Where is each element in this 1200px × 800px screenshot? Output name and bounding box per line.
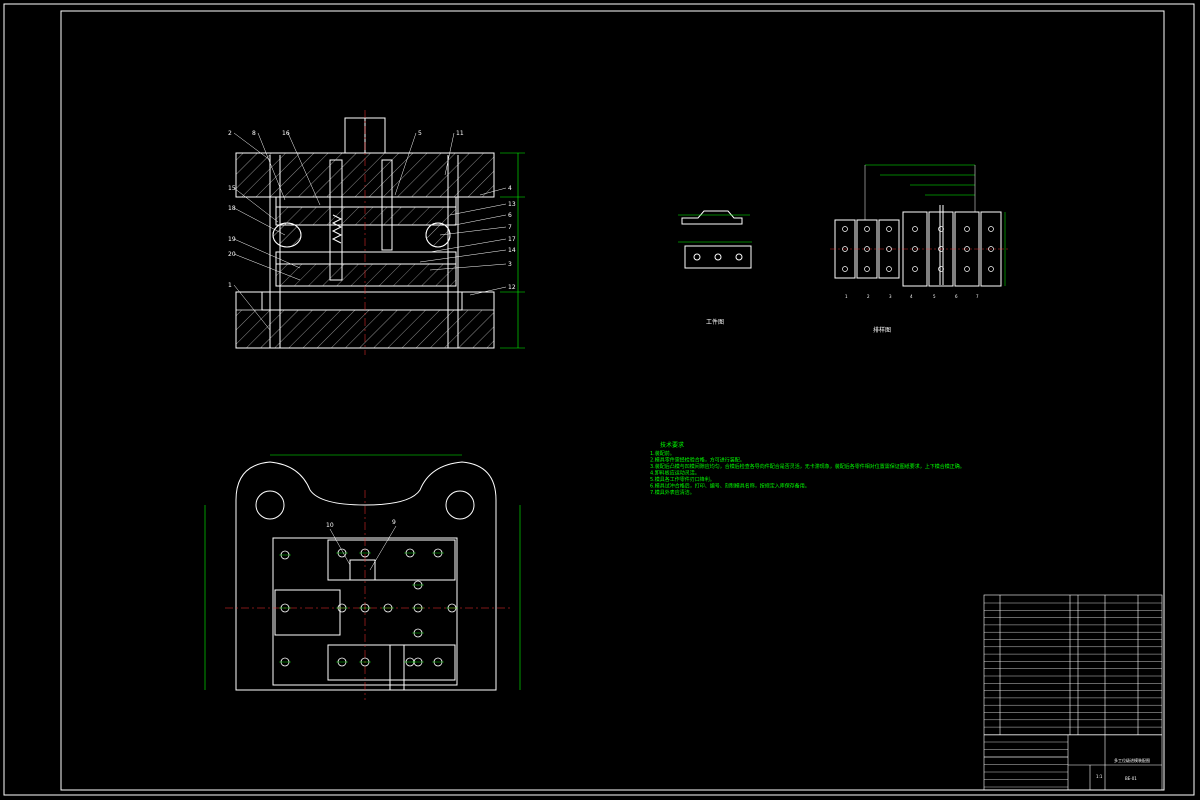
inner-frame [60,10,1165,791]
pierce-hole [988,246,994,252]
workpiece-drawing [678,210,752,269]
station-numbers: 1 2 3 4 5 6 7 [845,294,979,299]
tech-requirement-line: 5.模具各工作零件刃口锋利。 [650,476,715,483]
strip-layout-drawing [830,164,1010,287]
station-number-7: 7 [976,294,979,299]
scale-value: 1:1 [1096,774,1103,779]
tech-requirement-line: 3.装配后凸模与凹模间隙应均匀，合模后检查各导向件配合是否灵活，无卡滞现象，装配… [650,463,965,470]
strip-layout-holes [842,226,994,272]
part-number-12: 12 [508,284,516,291]
part-number-3: 3 [508,261,512,268]
part-number-6: 6 [508,212,512,219]
layout-caption: 排样图 [873,326,891,334]
plan-view [204,454,521,700]
tech-requirement-line: 6.模具试冲合格后，打印、编号、刻制模具名称，按规定入库保存备用。 [650,483,810,490]
product-title: 多工位级进模装配图 [1114,757,1150,763]
station-number-5: 5 [933,294,936,299]
callout-10: 10 [326,522,334,529]
part-number-13: 13 [508,201,516,208]
leader-line-16 [287,132,321,206]
part-number-16: 16 [282,130,290,137]
part-number-1: 1 [228,282,232,289]
part-number-7: 7 [508,224,512,231]
leader-line-20 [233,253,301,281]
station-number-6: 6 [955,294,958,299]
outer-border [3,3,1195,796]
station-number-1: 1 [845,294,848,299]
pierce-hole [842,246,848,252]
pierce-hole [964,246,970,252]
pierce-hole [864,266,870,272]
leader-line-19 [233,238,301,269]
workpiece-caption: 工件图 [706,318,724,326]
leader-line-11 [444,132,455,176]
part-number-19: 19 [228,236,236,243]
tech-requirement-line: 7.模具外表应清洁。 [650,489,695,496]
tech-requirement-line: 1.装配前。 [650,450,675,457]
station-number-3: 3 [889,294,892,299]
pierce-hole [886,266,892,272]
part-number-8: 8 [252,130,256,137]
tech-requirements-title: 技术要求 [660,441,684,449]
plan-view-callouts: 10 9 [326,519,397,571]
part-number-2: 2 [228,130,232,137]
pierce-hole [988,226,994,232]
drawing-number: BE-01 [1125,776,1137,781]
station-number-2: 2 [867,294,870,299]
pierce-hole [912,266,918,272]
callout-9: 9 [392,519,396,526]
pierce-hole [938,266,944,272]
pierce-hole [842,266,848,272]
leader-line-18 [233,207,286,236]
leader-line-1 [233,284,271,331]
leader-line-14 [419,249,507,263]
pierce-hole [988,266,994,272]
part-number-11: 11 [456,130,464,137]
part-number-17: 17 [508,236,516,243]
callout-leader-9 [369,525,397,571]
leader-line-7 [439,226,507,236]
plan-view-holes [279,548,458,667]
title-block-rows [984,602,1162,788]
part-number-15: 15 [228,185,236,192]
tech-requirement-line: 2.模具零件需经检验合格，方可进行装配。 [650,457,745,464]
leader-line-17 [429,238,507,253]
pierce-hole [938,226,944,232]
part-number-4: 4 [508,185,512,192]
pierce-hole [886,246,892,252]
leader-line-3 [429,263,507,271]
pierce-hole [886,226,892,232]
leader-line-2 [233,132,271,161]
pierce-hole [964,266,970,272]
section-part-labels: 2 8 16 5 11 4 15 13 18 6 7 19 17 20 14 3 1 12 [228,130,516,331]
leader-line-8 [257,132,286,201]
pierce-hole [964,226,970,232]
leader-line-5 [394,132,417,196]
leader-line-13 [449,203,507,216]
part-number-18: 18 [228,205,236,212]
pierce-hole [864,226,870,232]
station-number-4: 4 [910,294,913,299]
leader-line-6 [454,214,507,226]
part-number-20: 20 [228,251,236,258]
leader-line-4 [479,187,507,196]
leader-line-12 [469,286,507,296]
part-number-14: 14 [508,247,516,254]
pierce-hole [912,246,918,252]
pierce-hole [842,226,848,232]
callout-leader-10 [329,528,351,566]
part-number-5: 5 [418,130,422,137]
tech-requirements-list: 1.装配前。2.模具零件需经检验合格，方可进行装配。3.装配后凸模与凹模间隙应均… [650,450,965,496]
pierce-hole [864,246,870,252]
pierce-hole [938,246,944,252]
tech-requirement-line: 4.卸料板应运动灵活。 [650,470,700,477]
section-view [235,110,525,355]
pierce-hole [912,226,918,232]
leader-line-15 [233,187,279,223]
